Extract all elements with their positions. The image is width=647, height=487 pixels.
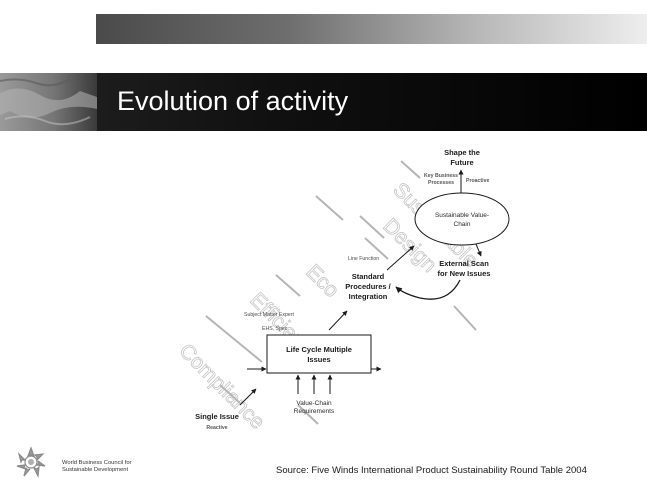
title-bar (0, 73, 647, 131)
diagonal-band (364, 237, 389, 260)
reactive-label: Reactive (206, 425, 227, 431)
external-scan-label: External Scan (439, 259, 489, 268)
source-citation: Source: Five Winds International Product… (276, 465, 587, 476)
diagonal-band (275, 274, 301, 297)
sustainable-value-chain-label: Sustainable Value- (435, 212, 489, 219)
title-texture-image (0, 73, 97, 131)
growth-arrow (386, 245, 415, 271)
diagonal-band (315, 195, 344, 221)
page-title: Evolution of activity (117, 86, 349, 116)
life-cycle-label: Issues (307, 355, 330, 364)
wbcsd-logo-text: World Business Council for Sustainable D… (62, 460, 182, 474)
sustainable-value-chain-label: Chain (454, 221, 471, 228)
logo-line: Sustainable Development (62, 467, 129, 473)
standard-procedures-label: Integration (349, 292, 388, 301)
top-gradient-band (96, 14, 647, 44)
key-business-processes-label: Processes (428, 180, 454, 186)
line-function-label: Line Function (348, 256, 379, 262)
diagonal-band (400, 160, 421, 179)
proactive-label: Proactive (466, 178, 489, 184)
diagonal-band (219, 384, 241, 404)
key-business-processes-label: Key Business (424, 173, 458, 179)
shape-the-future-label: Shape the (444, 148, 480, 157)
diagonal-band (453, 305, 477, 331)
standard-procedures-label: Standard (352, 272, 385, 281)
life-cycle-box (266, 334, 372, 374)
diagonal-band (297, 404, 319, 425)
logo-line: World Business Council for (62, 460, 132, 466)
watermark-eco: Eco (301, 260, 343, 302)
life-cycle-label: Life Cycle Multiple (286, 345, 352, 354)
wbcsd-logo-icon (16, 446, 46, 479)
subject-matter-expert-label: Subject Matter Expert (244, 312, 294, 318)
feedback-arrow (395, 279, 461, 300)
diagonal-band (205, 315, 263, 363)
value-chain-label: Requirements (294, 408, 335, 415)
evolution-diagram: Compliance Efficiency Eco Sustainable De… (174, 148, 510, 434)
ehs-spec-label: EHS, Spec (262, 326, 288, 332)
scan-arrow (475, 243, 482, 257)
single-issue-arrow (239, 388, 257, 406)
single-issue-label: Single Issue (195, 412, 239, 421)
diagonal-band (359, 215, 385, 239)
value-chain-label: Value-Chain (296, 400, 332, 407)
growth-arrow (328, 310, 348, 331)
external-scan-label: for New Issues (438, 269, 491, 278)
shape-the-future-label: Future (450, 158, 473, 167)
standard-procedures-label: Procedures / (345, 282, 391, 291)
sustainable-value-chain-ellipse (414, 192, 510, 246)
